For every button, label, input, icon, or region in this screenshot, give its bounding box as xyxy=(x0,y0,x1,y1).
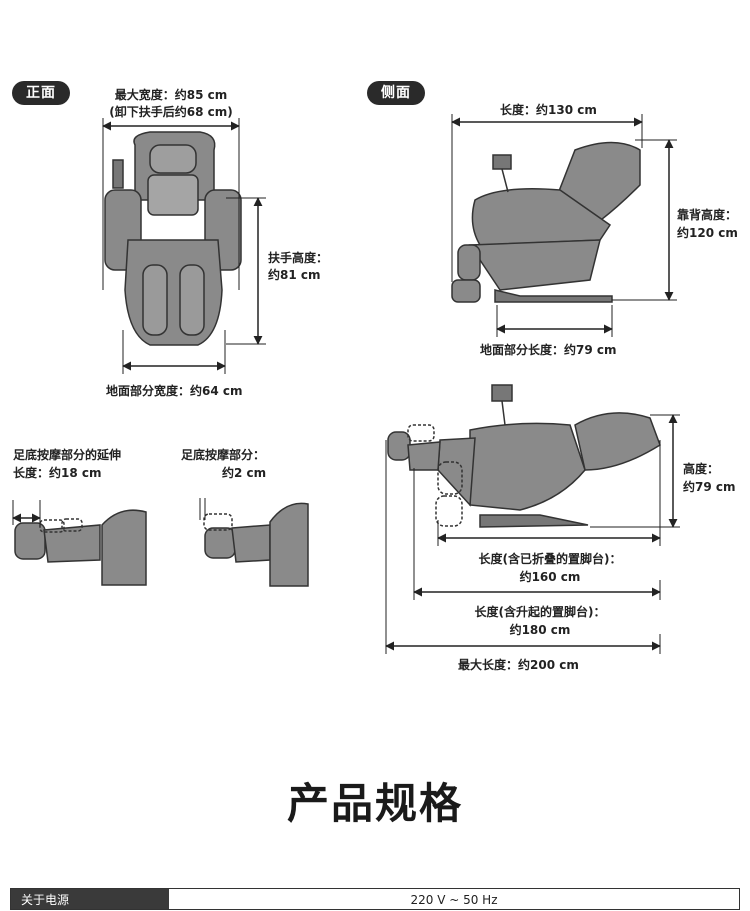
side-chair-illustration xyxy=(451,141,641,303)
back-height-label: 靠背高度： xyxy=(677,208,738,222)
spec-row-label: 关于电源 xyxy=(11,889,169,909)
len-folded-label-1: 长度(含已折叠的置脚台)： xyxy=(478,552,622,566)
recline-height-value: 约79 cm xyxy=(683,480,736,494)
recline-height-label: 高度： xyxy=(683,462,720,476)
armrest-height-label: 扶手高度： xyxy=(268,251,329,265)
spec-row-value: 220 V ~ 50 Hz xyxy=(410,893,498,907)
front-max-width-label: 最大宽度：约85 cm xyxy=(114,88,228,102)
side-length-label: 长度：约130 cm xyxy=(500,103,597,117)
floor-length-label: 地面部分长度：约79 cm xyxy=(480,343,617,357)
foot-extension-illustration xyxy=(14,509,147,586)
dimension-drawings xyxy=(12,114,680,654)
front-view-tag: 正面 xyxy=(12,81,70,105)
reclined-chair-illustration xyxy=(387,384,661,528)
foot-ext-label-2: 长度：约18 cm xyxy=(13,466,102,480)
front-chair-illustration xyxy=(104,131,242,346)
floor-width-label: 地面部分宽度：约64 cm xyxy=(106,384,243,398)
len-raised-label-1: 长度(含升起的置脚台)： xyxy=(474,605,606,619)
max-length-label: 最大长度：约200 cm xyxy=(458,658,579,672)
front-max-width-note: (卸下扶手后约68 cm) xyxy=(109,105,233,119)
side-view-tag: 侧面 xyxy=(367,81,425,105)
foot-massage-label-2: 约2 cm xyxy=(222,466,267,480)
armrest-height-value: 约81 cm xyxy=(268,268,321,282)
foot-ext-label-1: 足底按摩部分的延伸 xyxy=(13,448,122,462)
section-title: 产品规格 xyxy=(286,779,463,828)
len-folded-label-2: 约160 cm xyxy=(519,570,581,584)
len-raised-label-2: 约180 cm xyxy=(509,623,571,637)
back-height-value: 约120 cm xyxy=(677,226,738,240)
spec-table: 关于电源 220 V ~ 50 Hz xyxy=(10,888,740,910)
foot-massage-illustration xyxy=(203,502,309,587)
foot-massage-label-1: 足底按摩部分： xyxy=(181,448,266,462)
